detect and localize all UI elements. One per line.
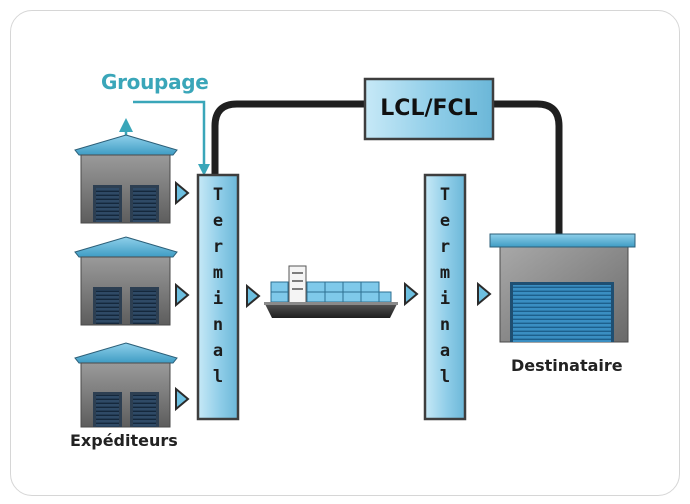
terminal-letter: a <box>212 341 224 361</box>
terminal-letter: n <box>439 315 451 335</box>
terminal-1-box <box>196 173 240 421</box>
terminal-letter: T <box>212 185 224 205</box>
terminal-letter: a <box>439 341 451 361</box>
container-ship-icon <box>264 265 398 318</box>
terminal-2-to-consignee-arrow <box>477 281 492 307</box>
lcl-fcl-box <box>363 77 495 141</box>
terminal-letter: e <box>439 211 451 231</box>
terminal-letter: i <box>439 289 451 309</box>
shipper-warehouse-3 <box>74 342 178 428</box>
shipper-arrow-3 <box>175 386 190 412</box>
lcl-fcl-connector <box>211 100 563 234</box>
terminal-letter: n <box>212 315 224 335</box>
shipper-warehouse-2 <box>74 236 178 326</box>
shippers-label: Expéditeurs <box>70 431 178 450</box>
terminal-letter: e <box>212 211 224 231</box>
terminal-letter: T <box>439 185 451 205</box>
terminal-letter: i <box>212 289 224 309</box>
shipper-arrow-2 <box>175 282 190 308</box>
shipper-arrow-1 <box>175 180 190 206</box>
terminal-letter: l <box>439 367 451 387</box>
terminal-2-box <box>423 173 467 421</box>
terminal-letter: l <box>212 367 224 387</box>
terminal-letter: r <box>212 237 224 257</box>
consignee-label: Destinataire <box>511 356 623 375</box>
ship-to-terminal-2-arrow <box>404 281 419 307</box>
terminal-letter: r <box>439 237 451 257</box>
shipper-warehouse-1 <box>74 134 178 224</box>
consignee-warehouse <box>489 233 636 343</box>
terminal-letter: m <box>212 263 224 283</box>
groupage-label: Groupage <box>101 70 209 94</box>
lcl-fcl-label: LCL/FCL <box>380 96 478 121</box>
terminal-letter: m <box>439 263 451 283</box>
terminal-1-to-ship-arrow <box>246 283 261 309</box>
